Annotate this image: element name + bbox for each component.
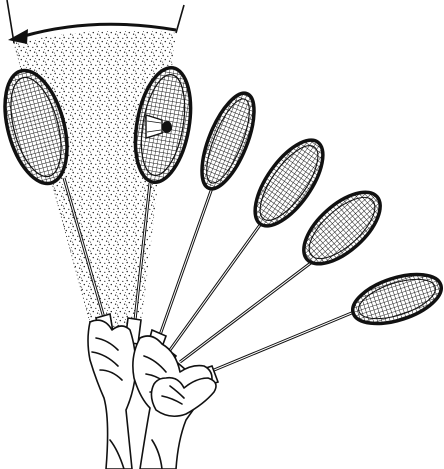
- arrow-head: [8, 29, 28, 44]
- racket-6: [190, 265, 444, 380]
- swing-area-left-edge: [7, 0, 14, 43]
- swing-area-right-edge: [176, 5, 184, 33]
- hands: [88, 320, 216, 469]
